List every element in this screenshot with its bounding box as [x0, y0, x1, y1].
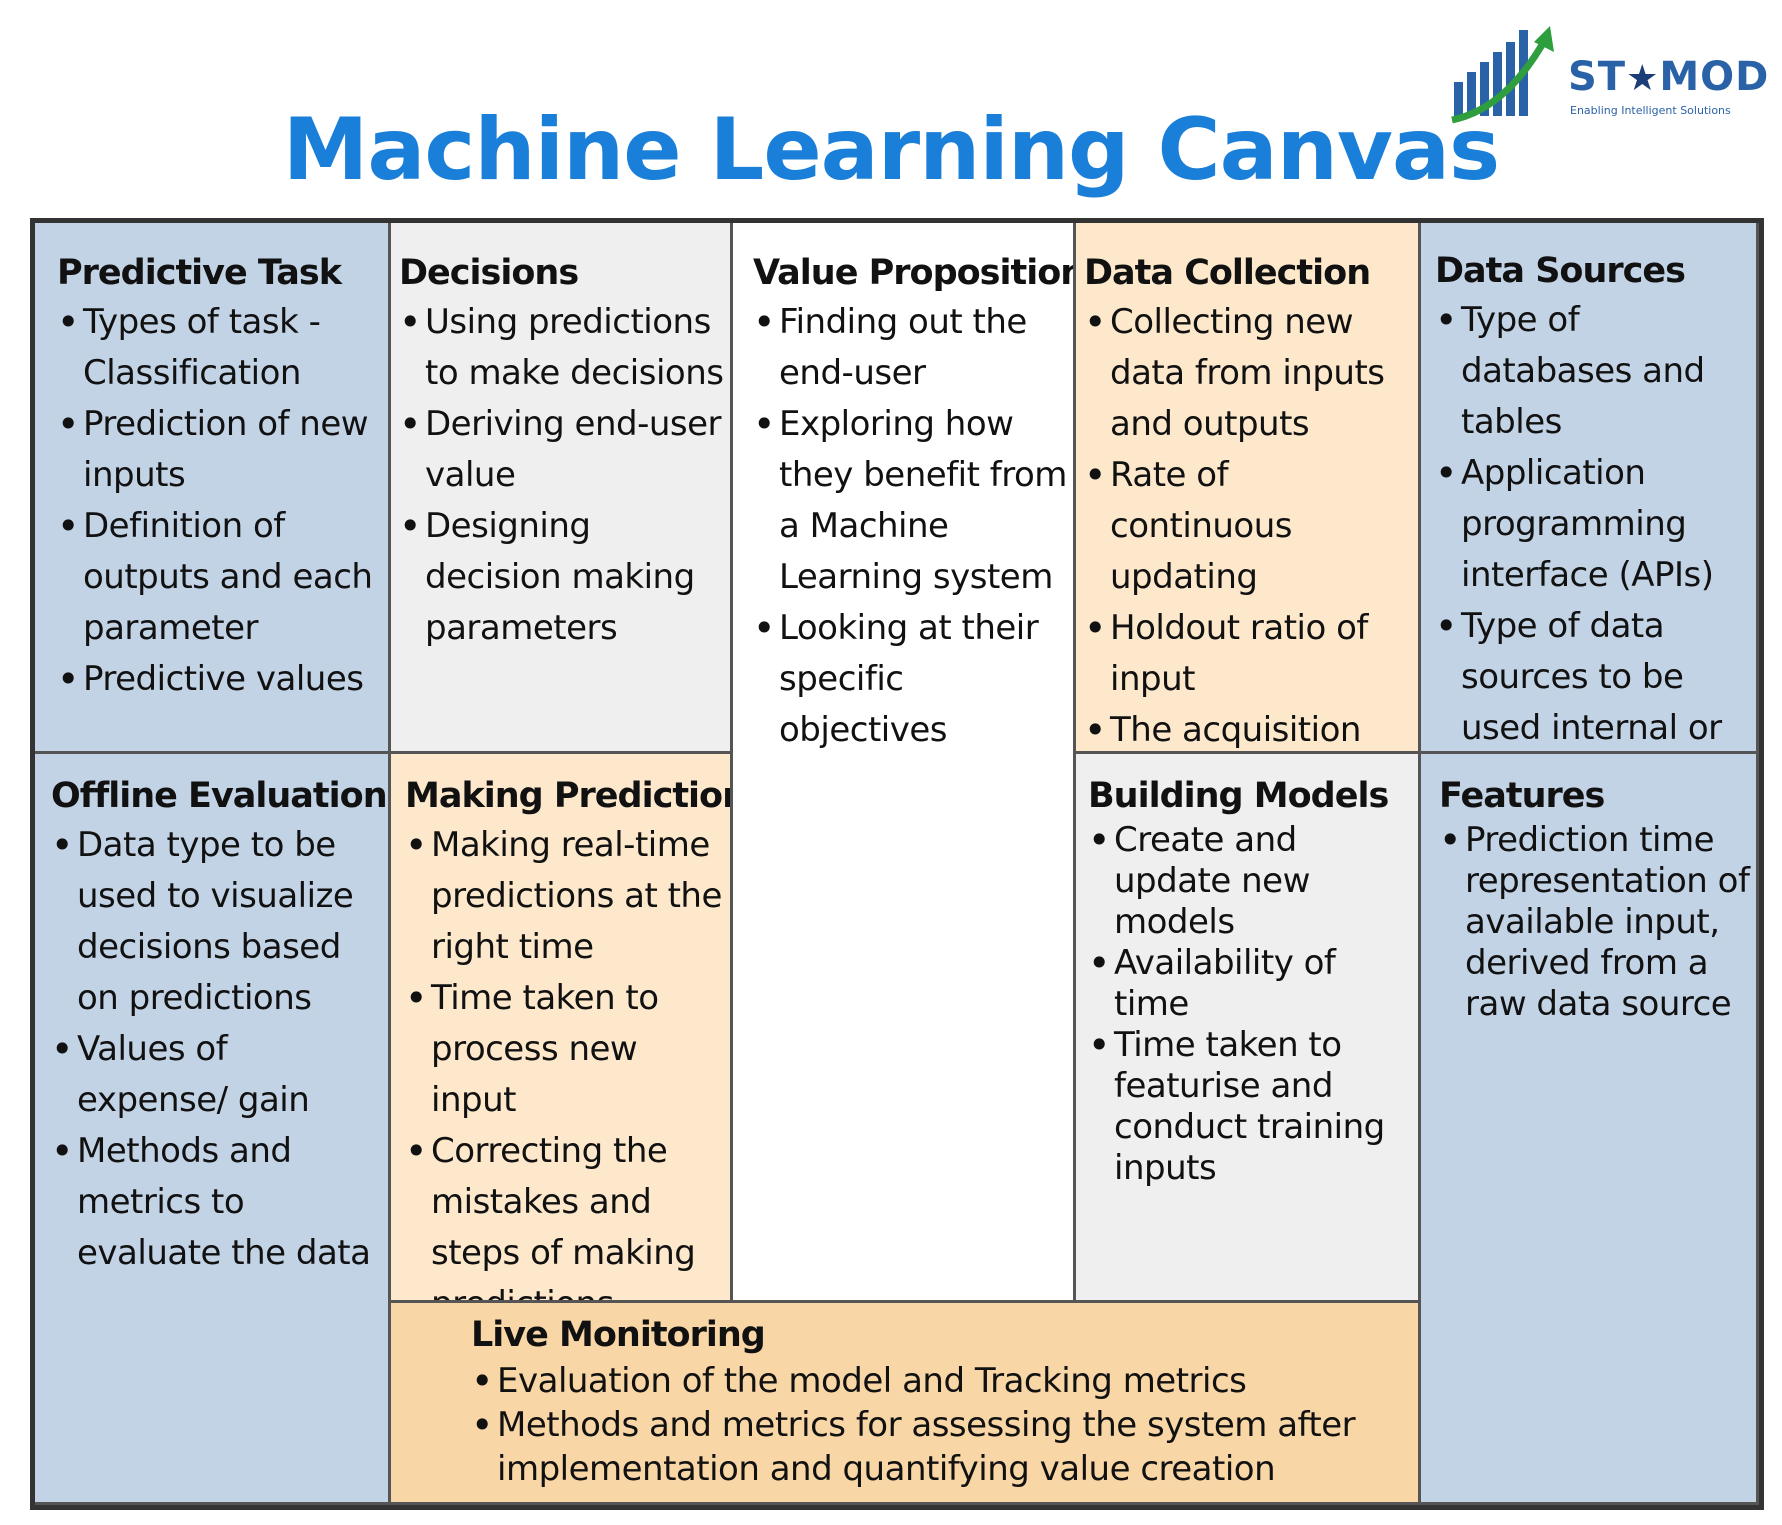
- list-item: Holdout ratio of input: [1084, 603, 1418, 705]
- logo-tagline: Enabling Intelligent Solutions: [1570, 104, 1731, 117]
- block-heading: Offline Evaluation: [51, 776, 388, 816]
- block-heading: Predictive Task: [57, 253, 342, 293]
- predictive-task-block: Predictive Task Types of task -Classific…: [35, 223, 391, 754]
- block-heading: Features: [1439, 776, 1605, 816]
- list-item: Looking at their specific objectives: [753, 603, 1073, 756]
- list-item: Methods and metrics to evaluate the data: [51, 1126, 388, 1279]
- list-item: Prediction time representation of availa…: [1439, 820, 1756, 1025]
- list-item: Prediction of new inputs: [57, 399, 388, 501]
- list-item: Values of expense/ gain: [51, 1024, 388, 1126]
- list-item: Exploring how they benefit from a Machin…: [753, 399, 1073, 603]
- block-heading: Data Collection: [1084, 253, 1371, 293]
- list-item: Type of databases and tables: [1435, 295, 1756, 448]
- block-list: Create and update new models Availabilit…: [1088, 820, 1418, 1189]
- list-item: Create and update new models: [1088, 820, 1418, 943]
- list-item: Definition of outputs and each parameter: [57, 501, 388, 654]
- block-heading: Data Sources: [1435, 251, 1686, 291]
- list-item: Collecting new data from inputs and outp…: [1084, 297, 1418, 450]
- offline-evaluation-block: Offline Evaluation Data type to be used …: [35, 754, 391, 1505]
- block-list: Type of databases and tables Application…: [1435, 295, 1756, 751]
- list-item: The acquisition cost of output: [1084, 705, 1418, 751]
- list-item: Correcting the mistakes and steps of mak…: [405, 1126, 730, 1300]
- building-models-block: Building Models Create and update new mo…: [1076, 754, 1421, 1303]
- list-item: Evaluation of the model and Tracking met…: [471, 1359, 1418, 1403]
- block-list: Prediction time representation of availa…: [1439, 820, 1756, 1025]
- value-proposition-block: Value Proposition Finding out the end-us…: [733, 223, 1076, 1303]
- list-item: Availability of time: [1088, 943, 1418, 1025]
- list-item: Making real-time predictions at the righ…: [405, 820, 730, 973]
- block-list: Making real-time predictions at the righ…: [405, 820, 730, 1300]
- growth-bars-icon: [1451, 26, 1554, 124]
- decisions-block: Decisions Using predictions to make deci…: [391, 223, 733, 754]
- list-item: Types of task -Classification: [57, 297, 388, 399]
- block-list: Types of task -Classification Prediction…: [57, 297, 388, 705]
- features-block: Features Prediction time representation …: [1421, 754, 1759, 1505]
- stmod-logo: ST★MOD Enabling Intelligent Solutions: [1450, 24, 1768, 124]
- block-list: Data type to be used to visualize decisi…: [51, 820, 388, 1279]
- data-collection-block: Data Collection Collecting new data from…: [1076, 223, 1421, 754]
- block-heading: Building Models: [1088, 776, 1389, 816]
- block-list: Using predictions to make decisions Deri…: [399, 297, 730, 654]
- live-monitoring-block: Live Monitoring Evaluation of the model …: [391, 1303, 1421, 1505]
- data-sources-block: Data Sources Type of databases and table…: [1421, 223, 1759, 754]
- list-item: Methods and metrics for assessing the sy…: [471, 1403, 1418, 1491]
- block-list: Evaluation of the model and Tracking met…: [471, 1359, 1418, 1491]
- list-item: Deriving end-user value: [399, 399, 730, 501]
- making-predictions-block: Making Predictions Making real-time pred…: [391, 754, 733, 1303]
- block-list: Finding out the end-user Exploring how t…: [753, 297, 1073, 756]
- block-heading: Live Monitoring: [471, 1315, 766, 1355]
- list-item: Finding out the end-user: [753, 297, 1073, 399]
- canvas-grid: Predictive Task Types of task -Classific…: [30, 218, 1764, 1510]
- list-item: Rate of continuous updating: [1084, 450, 1418, 603]
- list-item: Designing decision making parameters: [399, 501, 730, 654]
- block-heading: Decisions: [399, 253, 579, 293]
- logo-wordmark: ST★MOD: [1568, 54, 1770, 100]
- list-item: Predictive values: [57, 654, 388, 705]
- list-item: Time taken to process new input: [405, 973, 730, 1126]
- block-heading: Making Predictions: [405, 776, 733, 816]
- block-list: Collecting new data from inputs and outp…: [1084, 297, 1418, 751]
- list-item: Type of data sources to be used internal…: [1435, 601, 1756, 751]
- block-heading: Value Proposition: [753, 253, 1076, 293]
- list-item: Application programming interface (APIs): [1435, 448, 1756, 601]
- list-item: Using predictions to make decisions: [399, 297, 730, 399]
- list-item: Time taken to featurise and conduct trai…: [1088, 1025, 1418, 1189]
- page-title: Machine Learning Canvas: [282, 100, 1500, 200]
- list-item: Data type to be used to visualize decisi…: [51, 820, 388, 1024]
